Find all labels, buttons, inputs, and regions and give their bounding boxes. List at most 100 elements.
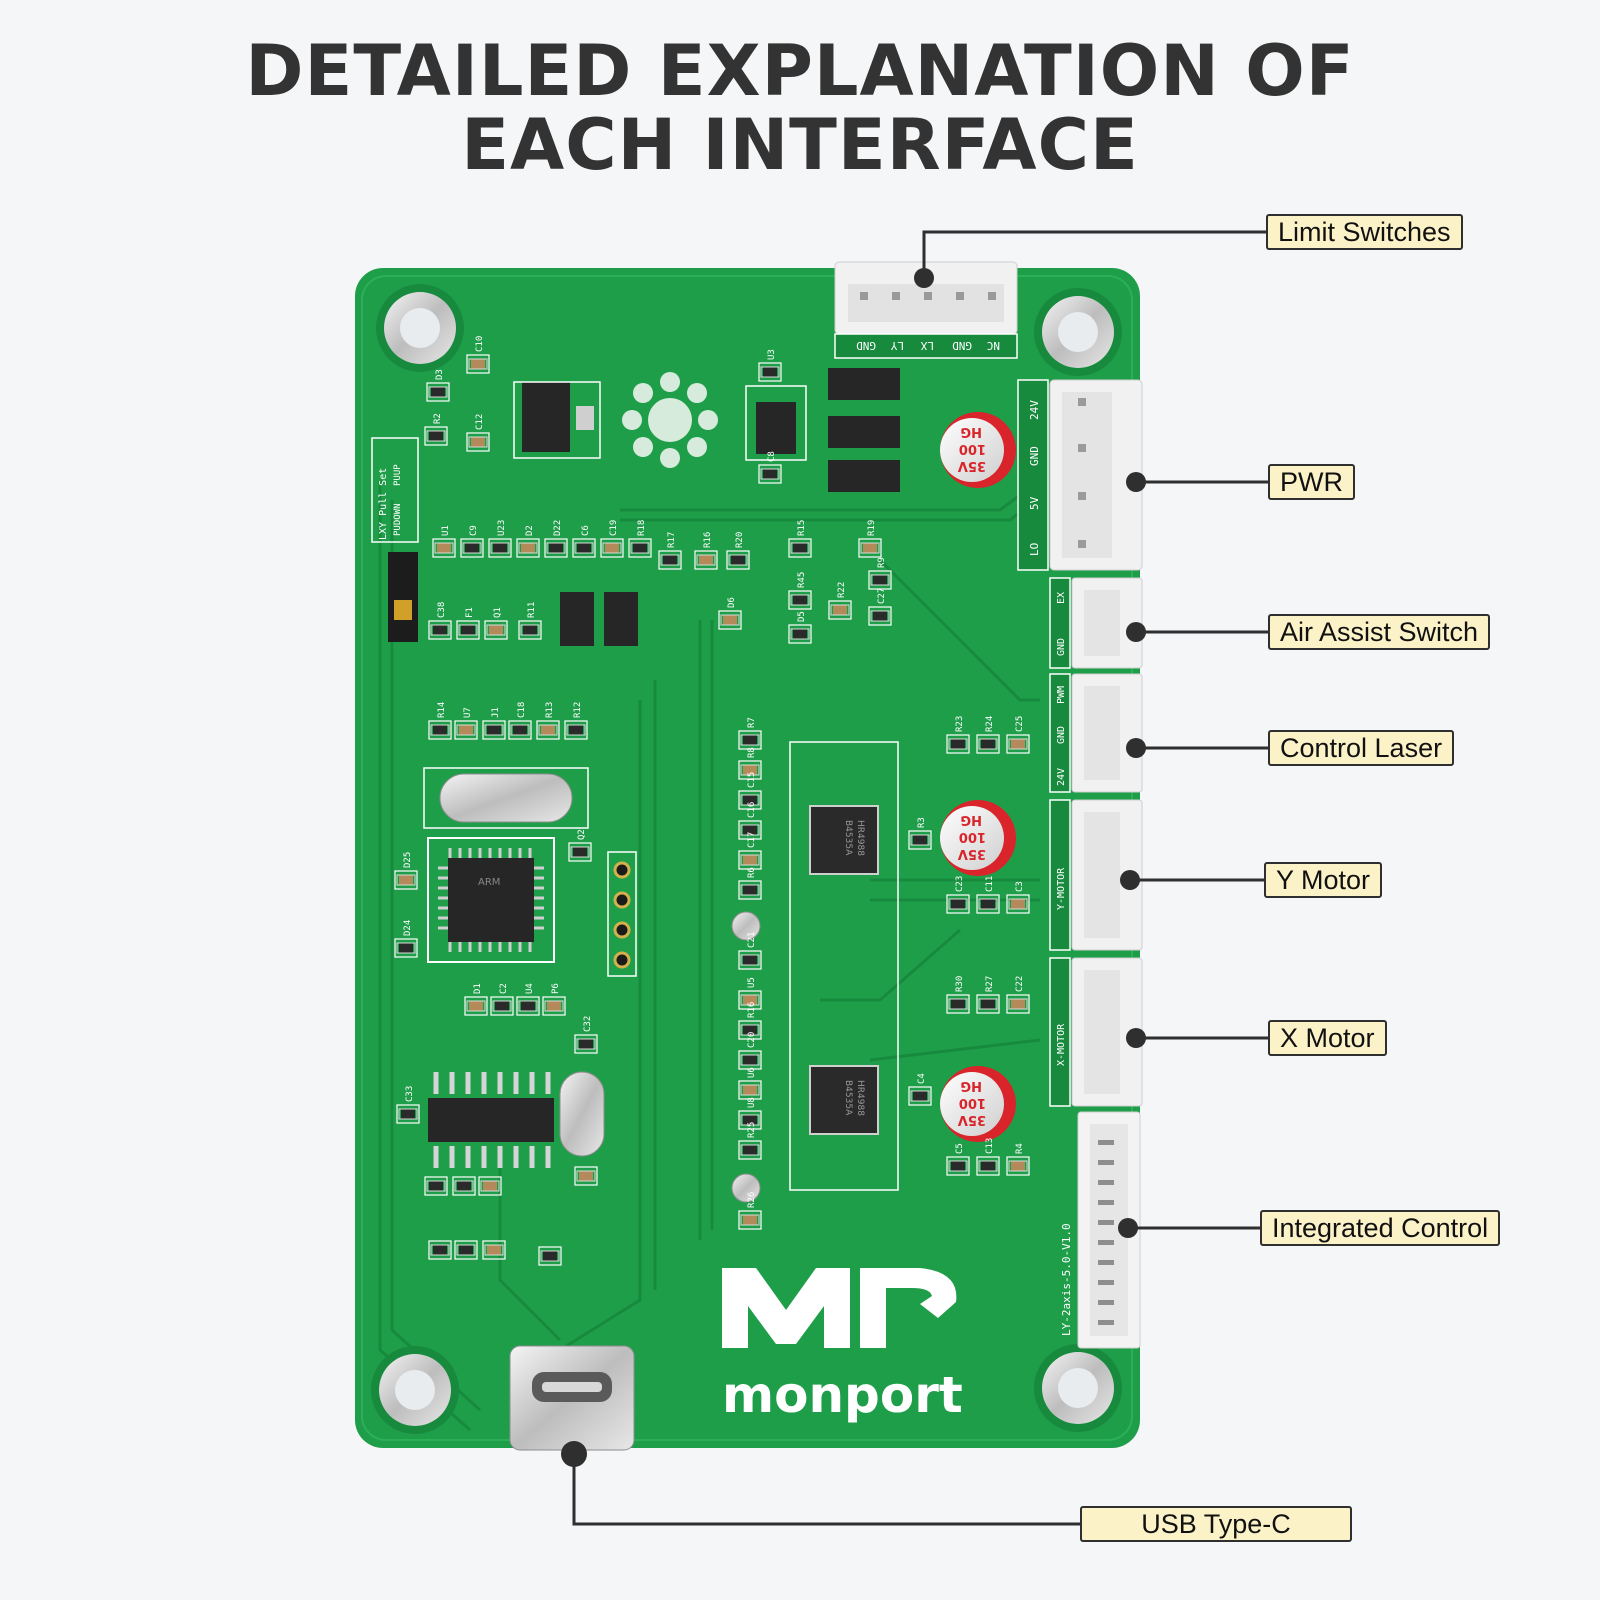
- smd-outline: [788, 538, 812, 558]
- smd-capacitor: [743, 855, 757, 865]
- component-designator: C32: [583, 1016, 593, 1032]
- smd-terminals: [484, 1244, 504, 1256]
- component-designator: R45: [797, 572, 807, 588]
- component-designator: D1: [473, 983, 483, 994]
- component-designator: D25: [403, 852, 413, 868]
- component-designator: Q1: [493, 607, 503, 618]
- smd-capacitor: [723, 615, 737, 625]
- svg-text:HR4988: HR4988: [855, 1080, 865, 1116]
- mounting-hole: [1034, 1344, 1122, 1432]
- smd-capacitor: [471, 437, 485, 447]
- component-designator: P6: [551, 983, 561, 994]
- smd-resistor: [873, 611, 887, 621]
- smd-outline: [788, 590, 812, 610]
- component-designator: J1: [491, 707, 501, 718]
- component-designator: D6: [727, 597, 737, 608]
- smd-outline: [758, 362, 782, 382]
- smd-resistor: [521, 1001, 535, 1011]
- smd-capacitor: [489, 625, 503, 635]
- smd-terminals: [468, 436, 488, 448]
- smd-outline: [426, 382, 450, 402]
- smd-terminals: [760, 366, 780, 378]
- laser-pin-label: 24V: [1056, 768, 1067, 786]
- smd-outline: [568, 842, 592, 862]
- smd-outline: [868, 606, 892, 626]
- component-designator: C13: [985, 1138, 995, 1154]
- smd-terminals: [480, 1180, 500, 1192]
- smd-resistor: [981, 999, 995, 1009]
- smd-terminals: [426, 1180, 446, 1192]
- component-designator: C19: [609, 520, 619, 536]
- component-designator: U23: [497, 520, 507, 536]
- smd-terminals: [740, 1024, 760, 1036]
- svg-text:100: 100: [959, 829, 986, 844]
- smd-outline: [536, 720, 560, 740]
- smd-capacitor: [833, 605, 847, 615]
- component-designator: D3: [435, 369, 445, 380]
- smd-outline: [946, 894, 970, 914]
- component-designator: C38: [437, 602, 447, 618]
- component-designator: R16: [703, 532, 713, 548]
- smd-resistor: [981, 1161, 995, 1171]
- component-designator: D2: [525, 525, 535, 536]
- smd-terminals: [486, 624, 506, 636]
- component-designator: U1: [441, 525, 451, 536]
- smd-terminals: [978, 998, 998, 1010]
- component-designator: R2: [433, 413, 443, 424]
- smd-terminals: [696, 554, 716, 566]
- callout-pwr: PWR: [1268, 464, 1355, 500]
- component-designator: U5: [747, 977, 757, 988]
- header-p6: [607, 851, 637, 977]
- component-designator: C2: [499, 983, 509, 994]
- smd-outline: [1006, 994, 1030, 1014]
- smd-terminals: [456, 1244, 476, 1256]
- smd-terminals: [790, 542, 810, 554]
- smd-terminals: [740, 794, 760, 806]
- component-designator: C4: [917, 1073, 927, 1084]
- smd-terminals: [456, 724, 476, 736]
- mounting-hole: [371, 1346, 459, 1434]
- smd-terminals: [740, 734, 760, 746]
- smd-capacitor: [743, 765, 757, 775]
- smd-terminals: [484, 724, 504, 736]
- usb-serial-chip: [428, 1072, 554, 1168]
- smd-resistor: [743, 795, 757, 805]
- smd-resistor: [743, 885, 757, 895]
- smd-terminals: [630, 542, 650, 554]
- smd-terminals: [518, 542, 538, 554]
- capacitor: 35V 100 HG: [940, 1066, 1016, 1142]
- smd-resistor: [793, 595, 807, 605]
- smd-capacitor: [469, 1001, 483, 1011]
- smd-outline: [460, 538, 484, 558]
- limit-pin-label: LX: [920, 339, 934, 352]
- smd-outline: [976, 994, 1000, 1014]
- smd-terminals: [396, 874, 416, 886]
- smd-outline: [738, 1050, 762, 1070]
- smd-terminals: [510, 724, 530, 736]
- smd-outline: [394, 938, 418, 958]
- mounting-hole: [1034, 288, 1122, 376]
- smd-capacitor: [605, 543, 619, 553]
- smd-outline: [484, 620, 508, 640]
- leader-lines: [572, 230, 1270, 1526]
- smd-resistor: [793, 629, 807, 639]
- component-designator: Q2: [577, 829, 587, 840]
- component-designator: U4: [525, 983, 535, 994]
- smd-terminals: [454, 1180, 474, 1192]
- component-designator: R30: [955, 976, 965, 992]
- component-designator: U8: [747, 1097, 757, 1108]
- smd-outline: [466, 432, 490, 452]
- callout-limit-switches: Limit Switches: [1266, 214, 1463, 250]
- smd-terminals: [1008, 1160, 1028, 1172]
- component-designator: R14: [437, 702, 447, 718]
- smd-resistor: [873, 575, 887, 585]
- component-designator: R19: [867, 520, 877, 536]
- y-motor-silk-label: Y-MOTOR: [1056, 867, 1067, 910]
- smd-terminals: [860, 542, 880, 554]
- smd-outline: [1006, 1156, 1030, 1176]
- smd-terminals: [870, 610, 890, 622]
- component-designator: C9: [469, 525, 479, 536]
- smd-resistor: [399, 943, 413, 953]
- smd-terminals: [978, 738, 998, 750]
- pcb-traces: [378, 478, 1049, 1432]
